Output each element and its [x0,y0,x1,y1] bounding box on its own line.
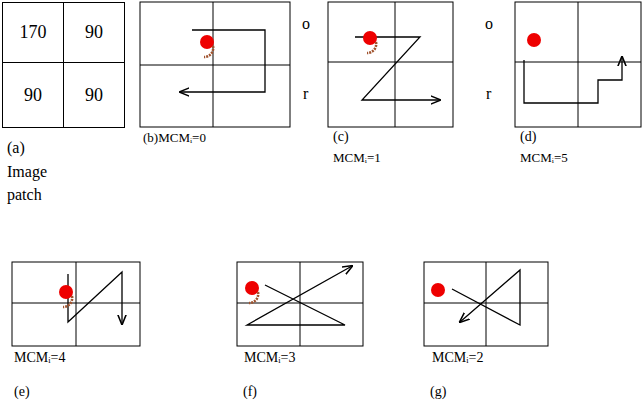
panel-frame [140,2,290,127]
center-pixel-marker [245,281,259,303]
panel-frame [328,2,453,127]
panel-frame [237,262,363,346]
panel-caption: MCMᵢ=2 [432,350,483,367]
panel-letter: (c) [333,129,349,146]
center-pixel-marker [431,283,445,297]
panel-caption: MCMᵢ=3 [244,350,295,367]
panel-caption: MCMᵢ=1 [333,150,381,166]
scan-path [524,57,622,103]
scan-path [452,270,520,325]
center-pixel-marker [200,35,214,57]
pixel-value: 90 [85,85,103,106]
pixel-value: 170 [20,22,47,43]
separator-word: r [486,84,491,103]
center-pixel-marker [59,285,73,307]
panel-letter: (a) [7,138,25,157]
panel-caption: MCMᵢ=4 [14,350,65,367]
panel-caption: MCMᵢ=5 [520,150,568,166]
pixel-cell: 90 [63,2,125,63]
pixel-cell: 90 [63,62,125,128]
pixel-cell: 90 [2,62,64,128]
scan-path [180,30,265,92]
panel-frame [12,262,140,346]
separator-word: r [303,84,308,103]
center-pixel-marker [363,31,377,53]
separator-word: o [485,14,493,33]
panel-letter: (f) [243,384,257,401]
panel-letter: (d) [520,129,536,146]
panel-caption: Image patch [7,160,57,206]
pixel-value: 90 [85,22,103,43]
panel-frame [515,2,641,127]
scan-path [355,37,440,100]
pixel-value: 90 [24,85,42,106]
center-pixel-marker [527,33,541,47]
scan-path [247,266,352,325]
panel-frame [424,262,548,346]
panel-letter: (g) [430,384,446,401]
panel-letter: (e) [14,384,30,401]
scan-path [68,272,122,324]
panel-caption: (b)MCMᵢ=0 [143,130,206,146]
pixel-cell: 170 [2,2,64,63]
separator-word: o [302,14,310,33]
